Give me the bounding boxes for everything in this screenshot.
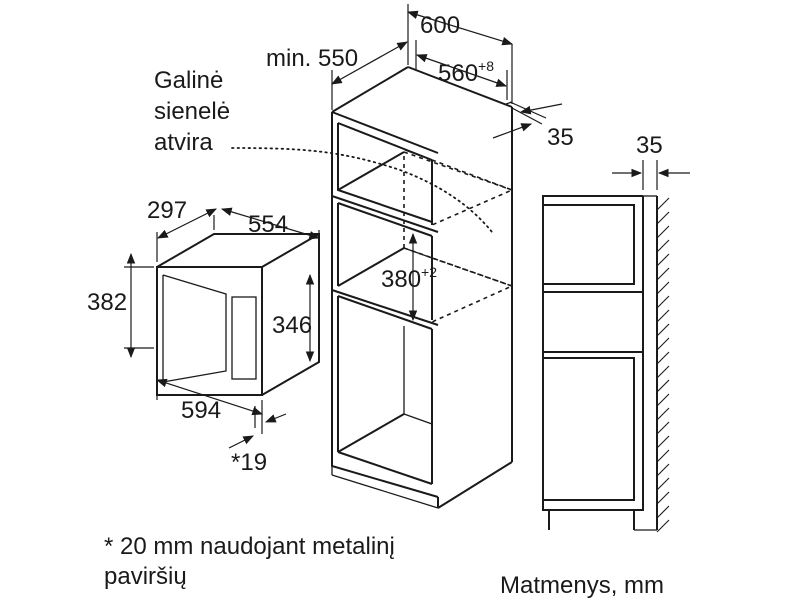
dim-min-depth: min. 550 — [266, 45, 358, 72]
back-wall-label-line1: Galinė — [154, 67, 223, 94]
dim-front-width: 594 — [181, 397, 221, 424]
back-wall-label-line2: sienelė — [154, 98, 230, 125]
units-label: Matmenys, mm — [500, 572, 664, 599]
footnote-line1: * 20 mm naudojant metalinį — [104, 533, 395, 560]
dim-panel-gap: 35 — [547, 124, 574, 151]
labels: 600 min. 550 560+8 35 Galinė sienelė atv… — [87, 12, 664, 599]
dimension-lines — [124, 4, 690, 449]
dim-inner-height: 346 — [272, 312, 312, 339]
back-wall-label-line3: atvira — [154, 129, 213, 156]
dim-appliance-width: 554 — [248, 211, 288, 238]
tall-cabinet — [331, 66, 515, 509]
dim-cabinet-width: 600 — [420, 12, 460, 39]
dim-front-offset: *19 — [231, 449, 267, 476]
dim-niche-width: 560+8 — [438, 58, 494, 87]
dim-side-gap: 35 — [636, 132, 663, 159]
dim-appliance-depth: 297 — [147, 197, 187, 224]
dim-appliance-height: 382 — [87, 289, 127, 316]
niche-width-tolerance: +8 — [478, 58, 494, 74]
niche-height-value: 380 — [381, 266, 421, 293]
side-view — [542, 195, 670, 533]
dim-niche-height: 380+2 — [381, 264, 437, 293]
niche-width-value: 560 — [438, 60, 478, 87]
niche-height-tolerance: +2 — [421, 264, 437, 280]
wall-hatching — [656, 197, 670, 533]
footnote-line2: paviršių — [104, 563, 187, 590]
